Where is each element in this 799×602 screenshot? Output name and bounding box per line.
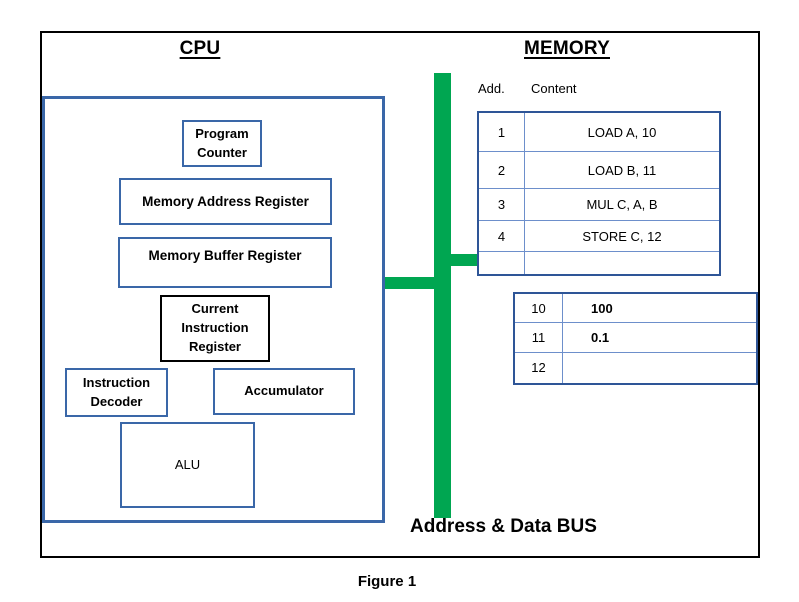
alu-box: ALU xyxy=(120,422,255,508)
value-cell xyxy=(563,353,756,383)
address-data-bus-vertical xyxy=(434,73,451,518)
memory-address-header: Add. xyxy=(478,81,505,96)
bus-connector-cpu xyxy=(385,277,434,289)
content-cell xyxy=(525,252,719,274)
memory-address-register-box: Memory Address Register xyxy=(119,178,332,225)
value-cell: 100 xyxy=(591,300,613,316)
content-cell: LOAD B, 11 xyxy=(587,162,657,178)
content-cell: LOAD A, 10 xyxy=(587,124,657,140)
content-cell: MUL C, A, B xyxy=(586,197,658,212)
memory-program-table: 1 LOAD A, 10 2 LOAD B, 11 3 MUL C, A, B … xyxy=(477,111,721,276)
address-cell: 4 xyxy=(479,221,525,251)
table-row: 11 0.1 xyxy=(515,323,756,353)
table-row: 1 LOAD A, 10 xyxy=(479,113,719,152)
bus-label: Address & Data BUS xyxy=(410,516,597,537)
address-cell: 10 xyxy=(515,294,563,323)
figure-caption: Figure 1 xyxy=(357,573,417,590)
table-row: 12 xyxy=(515,352,756,383)
address-cell: 11 xyxy=(515,323,563,352)
memory-content-header: Content xyxy=(531,81,577,96)
instruction-decoder-box: Instruction Decoder xyxy=(65,368,168,417)
address-cell: 12 xyxy=(515,352,563,383)
table-row: 2 LOAD B, 11 xyxy=(479,152,719,189)
table-row xyxy=(479,252,719,274)
memory-buffer-register-box: Memory Buffer Register xyxy=(118,237,332,288)
bus-connector-memory xyxy=(451,254,477,266)
table-row: 10 100 xyxy=(515,294,756,324)
address-cell xyxy=(479,252,525,274)
memory-title: MEMORY xyxy=(524,38,610,59)
table-row: 3 MUL C, A, B xyxy=(479,189,719,221)
memory-data-table: 10 100 11 0.1 12 xyxy=(513,292,758,385)
value-cell: 0.1 xyxy=(591,329,610,345)
address-cell: 2 xyxy=(479,152,525,188)
address-cell: 1 xyxy=(479,113,525,151)
cpu-title: CPU xyxy=(179,38,221,59)
accumulator-box: Accumulator xyxy=(213,368,355,415)
address-cell: 3 xyxy=(479,189,525,220)
current-instruction-register-box: Current Instruction Register xyxy=(160,295,270,362)
program-counter-box: Program Counter xyxy=(182,120,262,167)
content-cell: STORE C, 12 xyxy=(582,228,662,244)
table-row: 4 STORE C, 12 xyxy=(479,221,719,252)
